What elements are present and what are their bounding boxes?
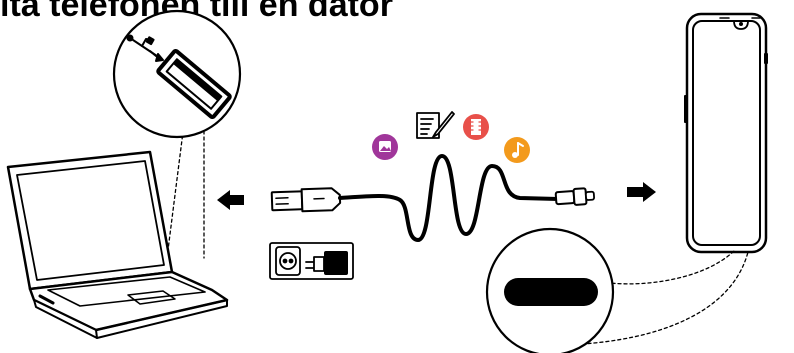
laptop-usb-port-zoom	[112, 9, 242, 259]
usb-c-port-icon	[504, 278, 598, 306]
usb-icon	[126, 34, 164, 62]
usb-c-plug-icon	[554, 187, 595, 206]
usb-a-plug-icon	[270, 187, 342, 213]
phone	[684, 12, 768, 254]
image-file-icon	[372, 134, 398, 160]
usb-port-icon	[156, 48, 232, 120]
arrow-right-icon	[627, 182, 656, 202]
wall-charger-icon	[269, 242, 354, 280]
phone-usb-c-port-zoom	[485, 227, 749, 353]
document-edit-icon	[416, 111, 455, 139]
music-file-icon	[504, 137, 530, 163]
arrow-left-icon	[217, 190, 244, 210]
video-file-icon	[463, 114, 489, 140]
laptop	[6, 150, 229, 339]
usb-cable	[270, 154, 595, 242]
